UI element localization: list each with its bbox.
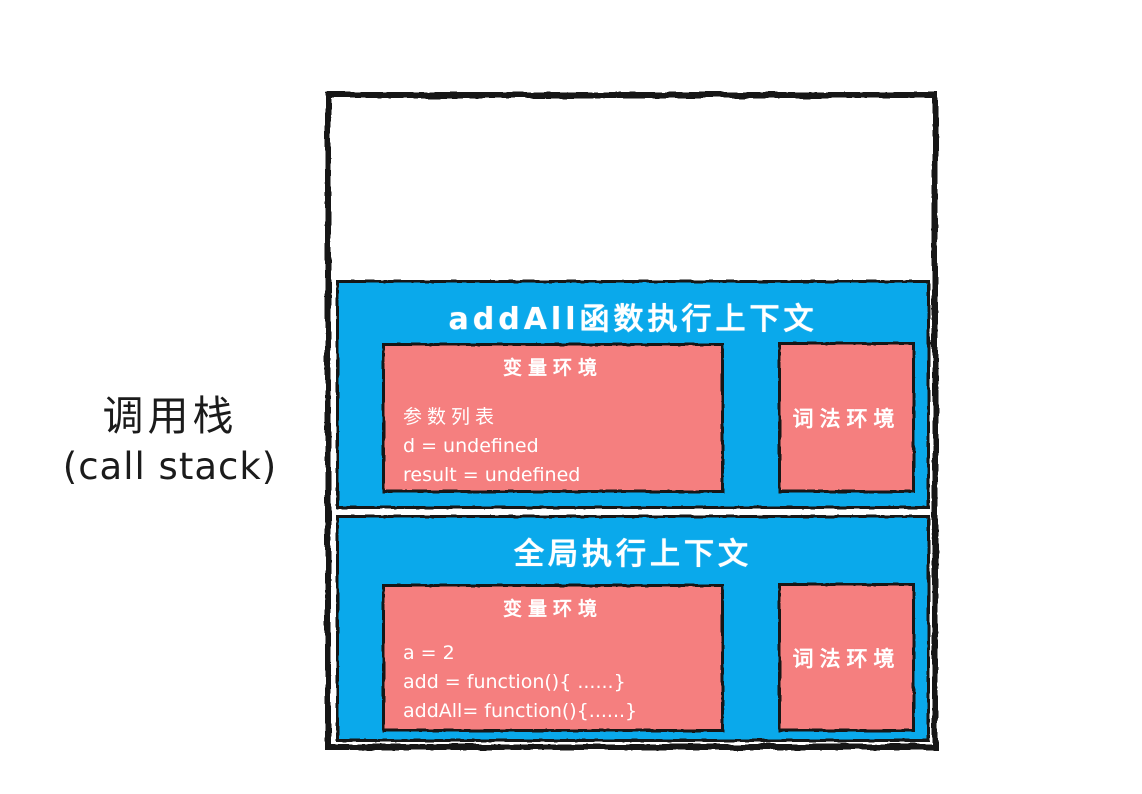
env-line: add = function(){ ......} (403, 671, 626, 693)
call-stack-label-cn: 调用栈 (102, 392, 238, 440)
call-stack-box: addAll函数执行上下文 变量环境 参数列表 d = undefined re… (325, 92, 938, 750)
env-line: a = 2 (403, 642, 455, 664)
env-line: result = undefined (403, 464, 581, 486)
env-line: 参数列表 (403, 406, 500, 428)
frame-title: 全局执行上下文 (514, 537, 752, 572)
env-line: addAll= function(){......} (403, 700, 638, 722)
call-stack-label-en: (call stack) (62, 445, 278, 488)
lexical-environment-box: 词法环境 (778, 342, 915, 493)
variable-environment-content: a = 2 add = function(){ ......} addAll= … (403, 639, 713, 726)
call-stack-label: 调用栈 (call stack) (25, 390, 315, 492)
variable-environment-title: 变量环境 (502, 357, 603, 379)
env-line: d = undefined (403, 435, 539, 457)
variable-environment-box: 变量环境 a = 2 add = function(){ ......} add… (382, 584, 724, 732)
lexical-environment-title: 词法环境 (792, 646, 901, 671)
lexical-environment-title: 词法环境 (792, 406, 901, 431)
variable-environment-title: 变量环境 (502, 598, 603, 620)
execution-context-frame-global: 全局执行上下文 变量环境 a = 2 add = function(){ ...… (336, 515, 930, 742)
lexical-environment-box: 词法环境 (778, 583, 915, 732)
variable-environment-content: 参数列表 d = undefined result = undefined (403, 403, 713, 490)
execution-context-frame-addall: addAll函数执行上下文 变量环境 参数列表 d = undefined re… (336, 280, 930, 509)
frame-title: addAll函数执行上下文 (448, 302, 818, 337)
variable-environment-box: 变量环境 参数列表 d = undefined result = undefin… (382, 343, 724, 493)
